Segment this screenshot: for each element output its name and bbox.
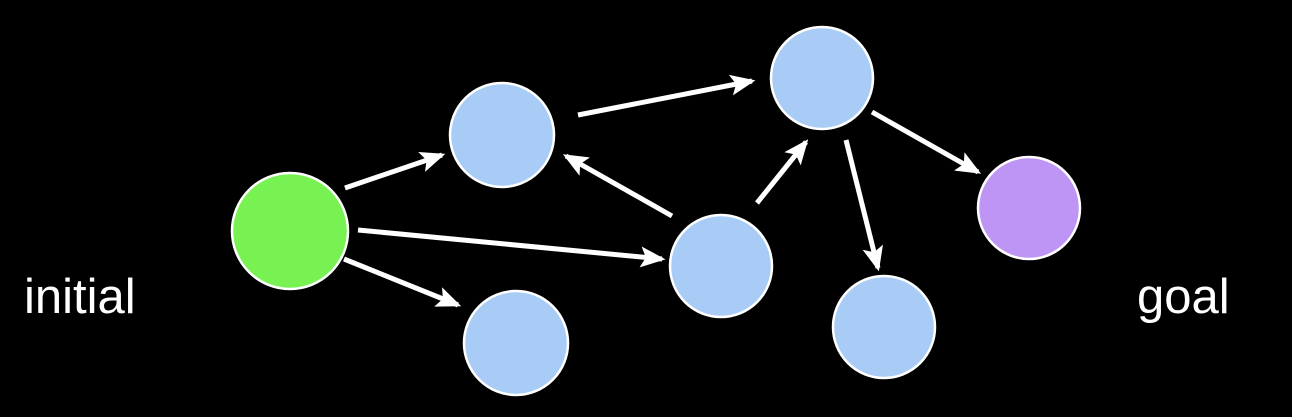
node-n1[interactable] (448, 81, 556, 189)
node-n3[interactable] (668, 213, 774, 319)
node-n5[interactable] (831, 274, 937, 380)
edge-initial-to-n2 (343, 256, 462, 308)
edge-n4-to-n5 (843, 139, 883, 272)
node-goal[interactable] (976, 155, 1082, 261)
initial-state-label-line1: initial (24, 270, 136, 324)
initial-state-label: initial state (24, 155, 136, 417)
edge-n1-to-n4 (577, 74, 756, 118)
node-initial[interactable] (230, 171, 350, 291)
goal-state-label-line1: goal (1137, 270, 1230, 324)
edge-initial-to-n3 (357, 227, 666, 268)
edge-n3-to-n1 (562, 153, 674, 219)
node-n2[interactable] (462, 289, 570, 397)
edges-layer (343, 74, 982, 308)
edge-initial-to-n1 (344, 151, 446, 191)
node-n4[interactable] (769, 25, 875, 131)
nodes-layer (230, 25, 1082, 397)
goal-state-label: goal state (1137, 155, 1243, 417)
edge-n3-to-n4 (755, 139, 809, 205)
edge-n4-to-goal (870, 109, 982, 175)
